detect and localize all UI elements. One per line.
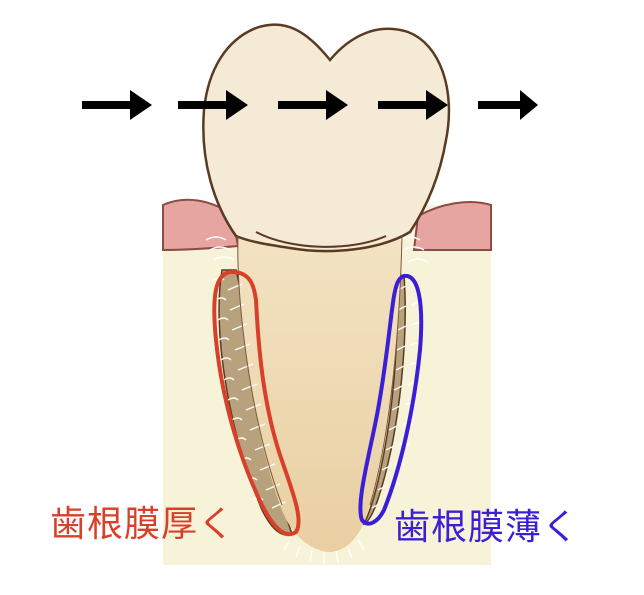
crown-neck-line [255, 231, 387, 248]
tooth-root [237, 232, 402, 552]
gum-right [412, 201, 492, 252]
thick-ligament-outline [212, 269, 301, 536]
root-outline-right [369, 235, 403, 506]
thick-ligament-label: 歯根膜厚く [50, 504, 236, 545]
arrow-3 [278, 90, 348, 120]
root-outline-left [237, 235, 283, 506]
thin-ligament-outline [358, 273, 424, 526]
arrow-4 [378, 90, 448, 120]
ligament-fibers-left [213, 277, 286, 509]
arrow-1 [82, 90, 152, 120]
force-arrows [82, 90, 538, 120]
ligament-fibers-apex [283, 539, 365, 564]
thin-ligament-label: 歯根膜薄く [394, 507, 580, 548]
arrow-5 [478, 90, 538, 120]
gingival-fibers [205, 236, 429, 263]
arrow-2 [178, 90, 248, 120]
tooth-crown [202, 23, 451, 253]
